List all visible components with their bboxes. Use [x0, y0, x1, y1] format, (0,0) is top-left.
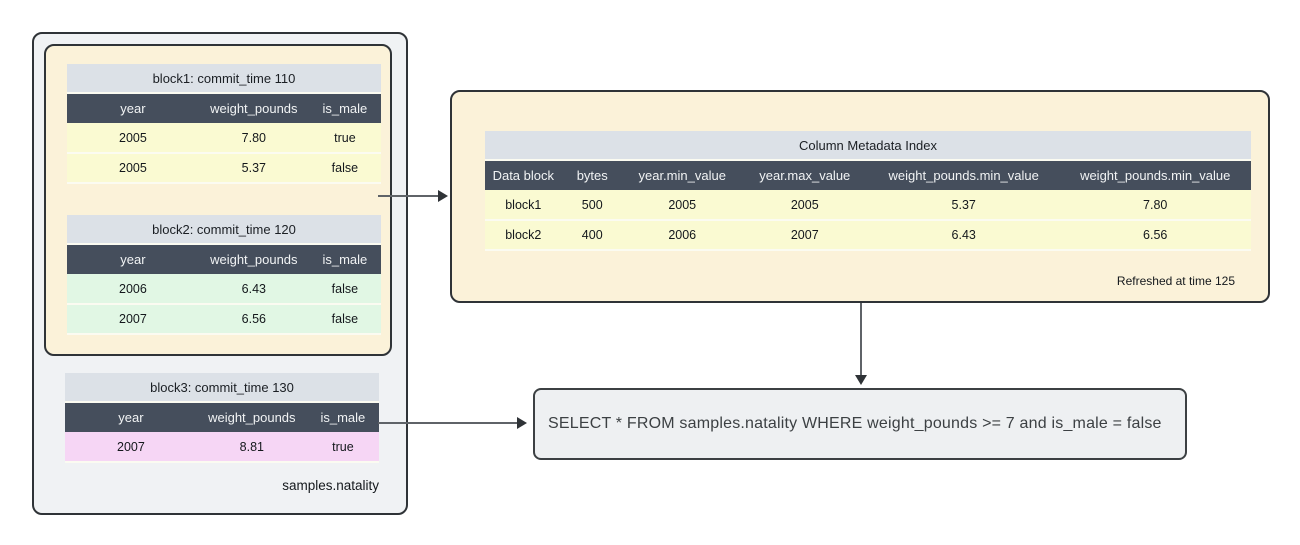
- block1-title-row: block1: commit_time 110: [67, 64, 381, 94]
- column-header-data-block: Data block: [485, 160, 562, 190]
- table-row: 2005 7.80 true: [67, 123, 381, 154]
- column-header-year: year: [65, 402, 197, 432]
- block3-table: block3: commit_time 130 year weight_poun…: [65, 373, 379, 463]
- table-row: block1 500 2005 2005 5.37 7.80: [485, 190, 1251, 221]
- column-header-weight-min-2: weight_pounds.min_value: [1059, 160, 1251, 190]
- arrowhead-right-icon: [438, 190, 448, 202]
- column-header-weight-min: weight_pounds.min_value: [867, 160, 1060, 190]
- cell-weight-pounds: 7.80: [198, 123, 309, 154]
- cell-weight-max: 6.56: [1059, 220, 1251, 251]
- arrow-line: [378, 422, 518, 424]
- cell-is-male: false: [308, 304, 381, 335]
- sql-query-text: SELECT * FROM samples.natality WHERE wei…: [548, 415, 1162, 432]
- cell-year-max: 2005: [741, 190, 868, 221]
- column-header-year-max: year.max_value: [741, 160, 868, 190]
- refreshed-at-label: Refreshed at time 125: [1116, 274, 1235, 288]
- cell-year-max: 2007: [741, 220, 868, 251]
- block2-table: block2: commit_time 120 year weight_poun…: [67, 215, 381, 335]
- table-row: 2007 6.56 false: [67, 304, 381, 335]
- cell-weight-pounds: 5.37: [198, 153, 309, 184]
- column-header-is-male: is_male: [308, 244, 381, 274]
- block3-header-row: year weight_pounds is_male: [65, 402, 379, 432]
- sql-query-box: SELECT * FROM samples.natality WHERE wei…: [533, 388, 1187, 460]
- block1-table: block1: commit_time 110 year weight_poun…: [67, 64, 381, 184]
- cell-weight-min: 5.37: [867, 190, 1060, 221]
- block2-header-row: year weight_pounds is_male: [67, 244, 381, 274]
- cell-weight-max: 7.80: [1059, 190, 1251, 221]
- cell-year: 2005: [67, 123, 199, 154]
- block2-title: block2: commit_time 120: [67, 215, 381, 245]
- column-header-is-male: is_male: [306, 402, 379, 432]
- samples-natality-container: block1: commit_time 110 year weight_poun…: [32, 32, 408, 515]
- cell-weight-pounds: 6.43: [198, 274, 309, 305]
- block3-title: block3: commit_time 130: [65, 373, 379, 403]
- arrowhead-right-icon: [517, 417, 527, 429]
- cell-data-block: block1: [485, 190, 562, 221]
- column-metadata-index-table: Column Metadata Index Data block bytes y…: [485, 131, 1251, 251]
- cell-weight-pounds: 6.56: [198, 304, 309, 335]
- cell-is-male: false: [308, 153, 381, 184]
- column-header-year-min: year.min_value: [622, 160, 742, 190]
- cell-year: 2005: [67, 153, 199, 184]
- arrow-line: [378, 195, 439, 197]
- cell-year-min: 2006: [622, 220, 742, 251]
- cell-bytes: 400: [561, 220, 623, 251]
- metadata-index-title: Column Metadata Index: [485, 131, 1251, 161]
- arrowhead-down-icon: [855, 375, 867, 385]
- block2-title-row: block2: commit_time 120: [67, 215, 381, 245]
- cell-is-male: false: [308, 274, 381, 305]
- column-header-bytes: bytes: [561, 160, 623, 190]
- column-header-year: year: [67, 93, 199, 123]
- cell-weight-pounds: 8.81: [196, 432, 307, 463]
- cell-year: 2006: [67, 274, 199, 305]
- table-name-label: samples.natality: [282, 478, 379, 493]
- cell-year: 2007: [67, 304, 199, 335]
- cell-is-male: true: [306, 432, 379, 463]
- table-row: block2 400 2006 2007 6.43 6.56: [485, 220, 1251, 251]
- arrow-line: [860, 303, 862, 376]
- column-header-is-male: is_male: [308, 93, 381, 123]
- cell-data-block: block2: [485, 220, 562, 251]
- table-row: 2005 5.37 false: [67, 153, 381, 184]
- cell-year: 2007: [65, 432, 197, 463]
- metadata-header-row: Data block bytes year.min_value year.max…: [485, 160, 1251, 190]
- column-header-weight-pounds: weight_pounds: [196, 402, 307, 432]
- table-row: 2007 8.81 true: [65, 432, 379, 463]
- block1-header-row: year weight_pounds is_male: [67, 93, 381, 123]
- cell-is-male: true: [308, 123, 381, 154]
- column-header-year: year: [67, 244, 199, 274]
- indexed-blocks-group: block1: commit_time 110 year weight_poun…: [44, 44, 392, 356]
- metadata-title-row: Column Metadata Index: [485, 131, 1251, 161]
- block1-title: block1: commit_time 110: [67, 64, 381, 94]
- column-header-weight-pounds: weight_pounds: [198, 93, 309, 123]
- cell-bytes: 500: [561, 190, 623, 221]
- column-header-weight-pounds: weight_pounds: [198, 244, 309, 274]
- cell-weight-min: 6.43: [867, 220, 1060, 251]
- column-metadata-index-panel: Column Metadata Index Data block bytes y…: [450, 90, 1270, 303]
- block3-title-row: block3: commit_time 130: [65, 373, 379, 403]
- cell-year-min: 2005: [622, 190, 742, 221]
- table-row: 2006 6.43 false: [67, 274, 381, 305]
